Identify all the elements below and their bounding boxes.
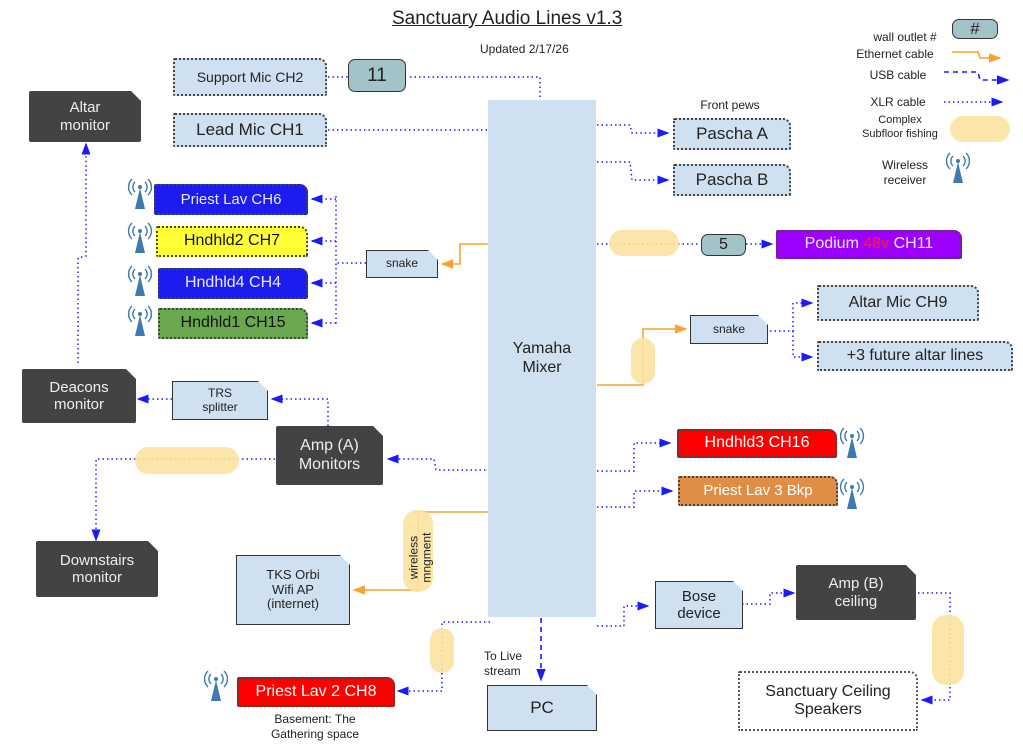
podium-channel: CH11 <box>889 235 934 253</box>
xlr-bose-amp-b <box>742 588 796 605</box>
wireless-receiver-icon <box>127 222 153 253</box>
wireless-mgmt-label: wireless mngment <box>406 532 433 583</box>
altar-monitor[interactable]: Altar monitor <box>29 91 141 142</box>
xlr-snake-altar <box>770 298 814 332</box>
subfloor-pill-altar-snake <box>631 338 655 384</box>
basement-caption: Basement: The Gathering space <box>270 712 360 741</box>
diagram-subtitle: Updated 2/17/26 <box>480 42 569 56</box>
subfloor-pill-downstairs <box>135 447 239 474</box>
support-mic-ch2[interactable]: Support Mic CH2 <box>173 58 327 96</box>
priest-lav-3-bkp[interactable]: Priest Lav 3 Bkp <box>678 476 838 506</box>
deacons-monitor[interactable]: Deacons monitor <box>22 369 136 423</box>
wireless-receiver-icon <box>127 265 153 296</box>
xlr-mixer-pl3 <box>597 486 674 508</box>
xlr-mixer-pascha-a <box>597 124 670 138</box>
xlr-11-to-mixer <box>410 76 541 100</box>
yamaha-mixer[interactable]: Yamaha Mixer <box>488 100 596 617</box>
xlr-deacon-to-altar <box>77 142 91 363</box>
lead-mic-ch1[interactable]: Lead Mic CH1 <box>173 113 327 147</box>
snake-left[interactable]: snake <box>366 250 438 278</box>
legend-wireless-receiver-icon <box>945 152 971 183</box>
bose-device[interactable]: Bose device <box>655 581 743 629</box>
podium-label: Podium <box>804 235 864 253</box>
podium-48v-ch11[interactable]: Podium 48v CH11 <box>776 230 962 259</box>
front-pews-caption: Front pews <box>700 98 760 112</box>
xlr-snake-future <box>792 331 814 362</box>
live-stream-caption: To Live stream <box>484 649 523 678</box>
xlr-mixer-hh3 <box>597 438 672 472</box>
legend-usb-line <box>944 71 1010 85</box>
wall-outlet-11[interactable]: 11 <box>348 59 406 92</box>
legend-outlet-swatch: # <box>952 19 998 39</box>
future-altar-lines[interactable]: +3 future altar lines <box>817 341 1013 371</box>
wireless-receiver-icon <box>127 305 153 336</box>
legend-usb-label: USB cable <box>869 68 927 82</box>
subfloor-pill-podium <box>609 230 679 256</box>
pascha-a[interactable]: Pascha A <box>673 118 791 150</box>
legend-wall-outlet-label: wall outlet # <box>873 30 937 44</box>
legend-ethernet-line <box>952 51 1002 63</box>
xlr-mixer-amp-a <box>386 454 490 471</box>
xlr-mixer-bose <box>597 601 650 627</box>
legend-ethernet-label: Ethernet cable <box>856 47 934 61</box>
subfloor-pill-wireless-mgmt <box>403 510 433 592</box>
pc[interactable]: PC <box>487 685 597 731</box>
phantom-48v-label: 48v <box>863 235 890 253</box>
hndhld3-ch16[interactable]: Hndhld3 CH16 <box>677 429 837 458</box>
amp-b-ceiling[interactable]: Amp (B) ceiling <box>796 565 916 620</box>
legend-subfloor-swatch <box>950 116 1010 142</box>
wireless-receiver-icon <box>127 178 153 209</box>
altar-mic-ch9[interactable]: Altar Mic CH9 <box>817 285 979 321</box>
legend-subfloor-label: Complex Subfloor fishing <box>862 114 938 140</box>
subfloor-pill-ceiling <box>932 615 964 685</box>
amp-a-monitors[interactable]: Amp (A) Monitors <box>276 426 383 485</box>
legend-xlr-label: XLR cable <box>870 95 926 109</box>
wireless-mic-hndhld2-ch7[interactable]: Hndhld2 CH7 <box>156 226 308 257</box>
xlr-mixer-pascha-b <box>597 161 670 185</box>
sanctuary-ceiling-speakers[interactable]: Sanctuary Ceiling Speakers <box>738 671 918 731</box>
priest-lav-2-ch8[interactable]: Priest Lav 2 CH8 <box>237 677 395 707</box>
ethernet-mixer-snake-left <box>440 243 490 269</box>
snake-right[interactable]: snake <box>690 315 768 344</box>
xlr-amp-to-trs <box>270 394 329 426</box>
wireless-receiver-icon <box>839 478 865 509</box>
wireless-mic-hndhld1-ch15[interactable]: Hndhld1 CH15 <box>158 308 308 339</box>
wireless-receiver-icon <box>839 427 865 458</box>
diagram-title: Sanctuary Audio Lines v1.3 <box>392 8 623 29</box>
wireless-mic-priest-lav-ch6[interactable]: Priest Lav CH6 <box>154 184 308 215</box>
wall-outlet-5[interactable]: 5 <box>701 234 746 256</box>
wireless-mic-hndhld4-ch4[interactable]: Hndhld4 CH4 <box>158 268 308 299</box>
pascha-b[interactable]: Pascha B <box>673 164 791 196</box>
subfloor-pill-basement <box>430 628 454 673</box>
tks-orbi-wifi-ap[interactable]: TKS Orbi Wifi AP (internet) <box>236 555 350 625</box>
trs-splitter[interactable]: TRS splitter <box>172 381 268 420</box>
legend-wireless-label: Wireless receiver <box>881 158 928 187</box>
wireless-receiver-icon <box>203 670 229 701</box>
downstairs-monitor[interactable]: Downstairs monitor <box>36 541 158 597</box>
